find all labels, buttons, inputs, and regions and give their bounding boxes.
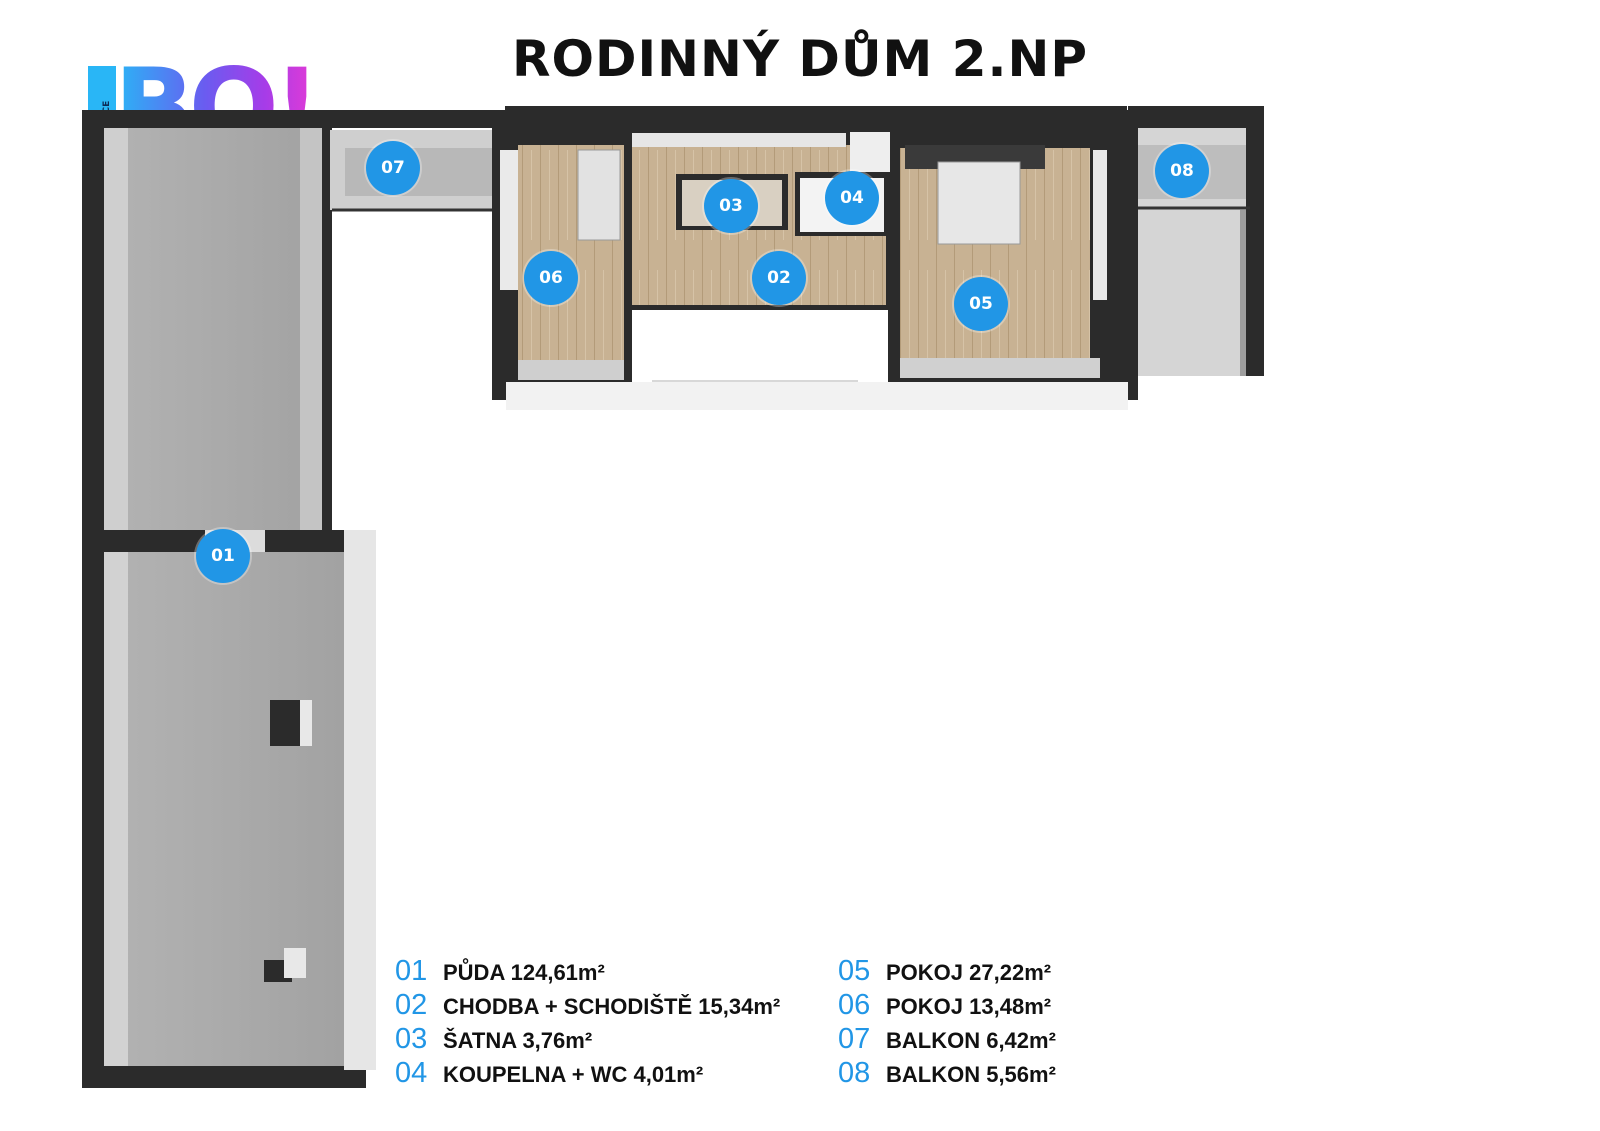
- marker-room-06: 06: [524, 251, 578, 305]
- legend-label: BALKON 5,56m²: [886, 1062, 1056, 1087]
- marker-room-05: 05: [954, 277, 1008, 331]
- legend-item: 03 ŠATNA 3,76m²: [395, 1023, 780, 1057]
- marker-room-07: 07: [366, 141, 420, 195]
- legend-number: 05: [838, 955, 871, 987]
- bed-double: [937, 161, 1021, 245]
- marker-room-08: 08: [1155, 144, 1209, 198]
- marker-room-01: 01: [196, 529, 250, 583]
- house-block: [492, 128, 1138, 410]
- legend-number: 04: [395, 1057, 428, 1089]
- legend-label: BALKON 6,42m²: [886, 1028, 1056, 1053]
- legend-item: 02 CHODBA + SCHODIŠTĚ 15,34m²: [395, 989, 780, 1023]
- legend-item: 05 POKOJ 27,22m²: [838, 955, 1056, 989]
- legend-number: 02: [395, 989, 428, 1021]
- legend-label: POKOJ 13,48m²: [886, 994, 1052, 1019]
- legend-label: POKOJ 27,22m²: [886, 960, 1052, 985]
- room-legend-right: 05 POKOJ 27,22m² 06 POKOJ 13,48m² 07 BAL…: [838, 955, 1056, 1091]
- legend-label: ŠATNA 3,76m²: [443, 1028, 593, 1053]
- page-title: RODINNÝ DŮM 2.NP: [512, 30, 1088, 88]
- legend-item: 07 BALKON 6,42m²: [838, 1023, 1056, 1057]
- legend-number: 08: [838, 1057, 871, 1089]
- marker-room-02: 02: [752, 251, 806, 305]
- marker-room-04: 04: [825, 171, 879, 225]
- room-legend-left: 01 PŮDA 124,61m² 02 CHODBA + SCHODIŠTĚ 1…: [395, 955, 780, 1091]
- legend-item: 08 BALKON 5,56m²: [838, 1057, 1056, 1091]
- legend-number: 03: [395, 1023, 428, 1055]
- legend-label: KOUPELNA + WC 4,01m²: [443, 1062, 704, 1087]
- legend-item: 01 PŮDA 124,61m²: [395, 955, 780, 989]
- legend-number: 01: [395, 955, 428, 987]
- legend-label: PŮDA 124,61m²: [443, 960, 605, 985]
- legend-item: 06 POKOJ 13,48m²: [838, 989, 1056, 1023]
- legend-number: 06: [838, 989, 871, 1021]
- attic-lower: [82, 530, 376, 1088]
- attic-upper: [82, 110, 332, 540]
- bed-single: [577, 149, 621, 241]
- legend-label: CHODBA + SCHODIŠTĚ 15,34m²: [443, 994, 781, 1019]
- legend-number: 07: [838, 1023, 871, 1055]
- legend-item: 04 KOUPELNA + WC 4,01m²: [395, 1057, 780, 1091]
- marker-room-03: 03: [704, 179, 758, 233]
